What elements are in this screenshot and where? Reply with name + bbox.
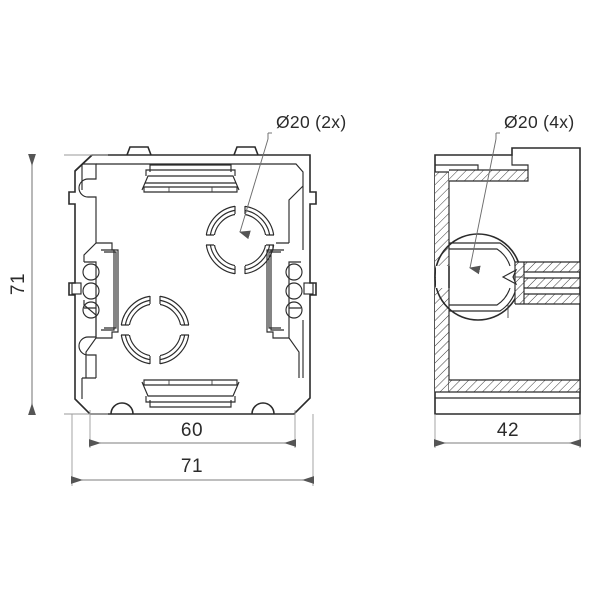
dimension-width-60-text: 60 xyxy=(181,420,203,441)
dimension-height-71-text: 71 xyxy=(8,273,29,295)
knockout-bridges-upper-right xyxy=(204,204,276,276)
front-clip-top-left xyxy=(126,146,152,156)
knockout-upper-right xyxy=(204,204,276,276)
callout-label-right: Ø20 (4x) xyxy=(504,112,574,132)
callout-leader-left xyxy=(239,132,272,240)
callout-leader-right xyxy=(469,132,500,275)
section-top-inner-line xyxy=(435,164,479,170)
front-clip-top-right xyxy=(233,146,259,156)
callout-label-left: Ø20 (2x) xyxy=(276,112,346,132)
section-view: Ø20 (4x) 42 xyxy=(434,112,581,448)
front-top-channel xyxy=(141,164,240,193)
dimension-depth-42: 42 xyxy=(434,414,581,448)
section-top-ledge-edge xyxy=(449,169,529,182)
front-notch-bottom-right xyxy=(251,402,275,415)
front-bottom-channel xyxy=(141,379,240,408)
dimension-width-71-text: 71 xyxy=(181,456,203,477)
front-corner-detail-bottom-left xyxy=(78,300,97,399)
dimension-width-71: 71 xyxy=(71,414,314,486)
front-body-outline xyxy=(68,154,317,415)
knockout-lower-left xyxy=(119,294,191,366)
front-top-inner-edge xyxy=(96,163,304,250)
dimension-height-71: 71 xyxy=(8,154,108,415)
section-bottom-wall-hatch xyxy=(449,380,580,392)
dimension-depth-42-text: 42 xyxy=(497,420,519,441)
section-knockout-circle xyxy=(434,233,522,321)
knockout-bridges-lower-left xyxy=(119,294,191,366)
section-bottom-wall-edge xyxy=(449,379,581,393)
front-terminal-left xyxy=(71,242,119,378)
dimension-width-60: 60 xyxy=(89,410,296,448)
section-rib-block xyxy=(501,261,580,305)
front-notch-bottom-left xyxy=(110,402,134,415)
section-top-step xyxy=(511,155,529,170)
front-view: Ø20 (2x) 71 60 71 xyxy=(8,112,346,486)
front-inner-wall-top-left xyxy=(78,163,97,262)
front-corner-detail-top-left xyxy=(74,154,93,172)
